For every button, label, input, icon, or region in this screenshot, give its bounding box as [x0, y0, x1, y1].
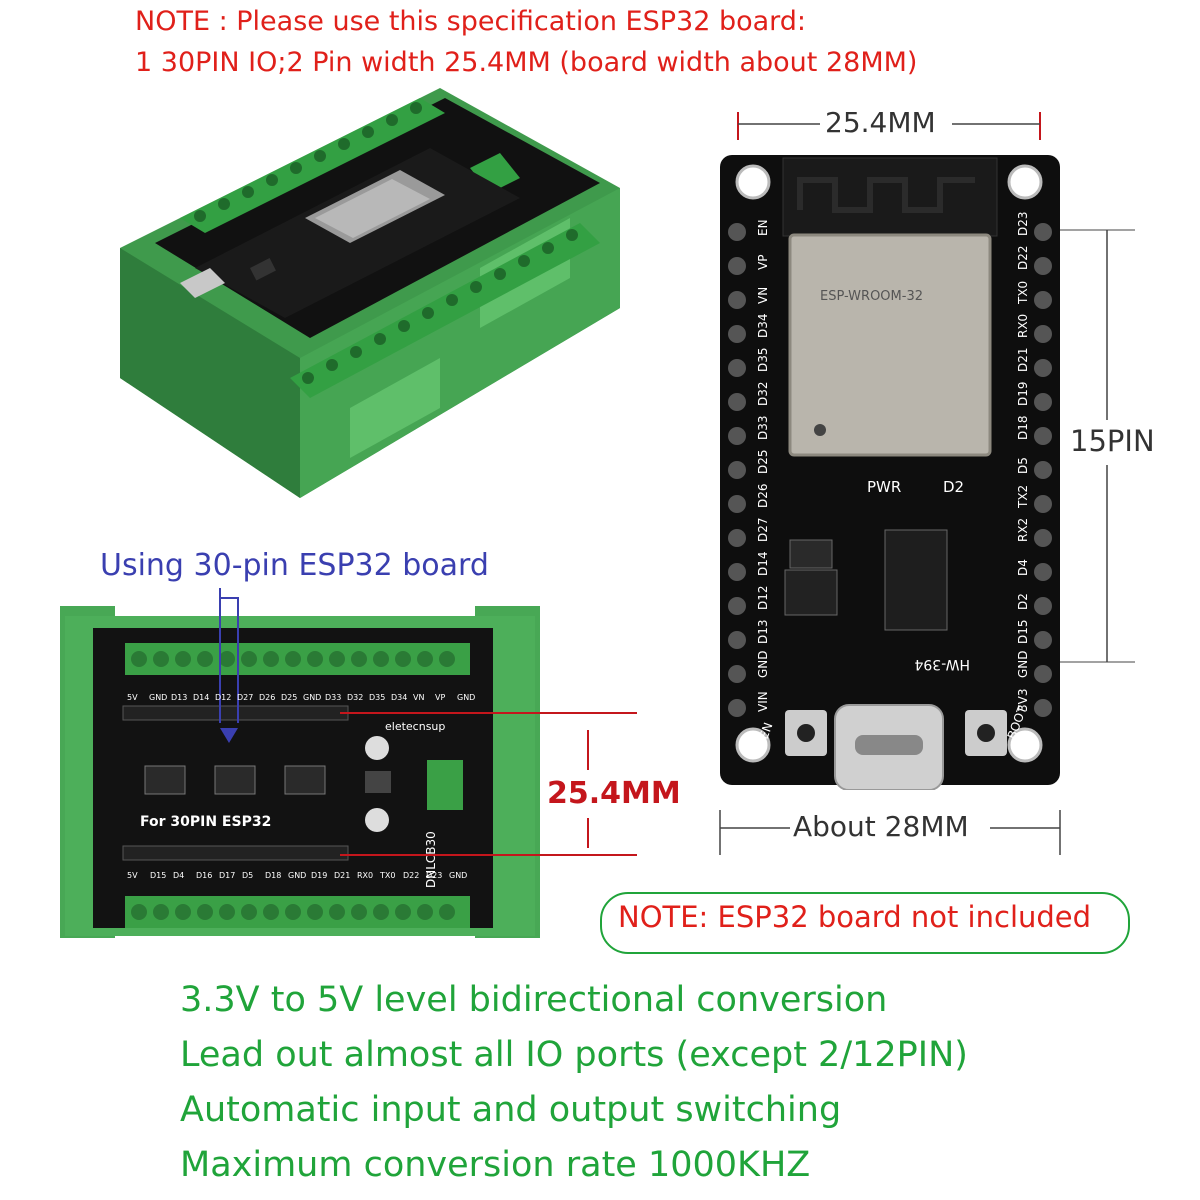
esp32-left-pin-label: EN: [756, 219, 770, 236]
callout-using-30pin: Using 30-pin ESP32 board: [100, 548, 489, 583]
adapter-bottom-pin-label: D4: [173, 871, 184, 880]
adapter-bottom-pin-label: D15: [150, 871, 166, 880]
adapter-bottom-pin-label: D17: [219, 871, 235, 880]
esp32-left-pin-label: D12: [756, 585, 770, 610]
adapter-top-pin-label: D14: [193, 693, 209, 702]
adapter-top-pin-label: D27: [237, 693, 253, 702]
esp32-left-pin-label: VIN: [756, 691, 770, 712]
esp32-right-pin-label: D15: [1016, 619, 1030, 644]
esp32-right-pin-label: 3V3: [1016, 689, 1030, 712]
esp32-right-pin-label: D18: [1016, 415, 1030, 440]
adapter-bottom-pin-label: 5V: [127, 871, 138, 880]
adapter-top-pin-label: D32: [347, 693, 363, 702]
adapter-bottom-pin-label: RX0: [357, 871, 373, 880]
esp32-left-pin-label: D25: [756, 449, 770, 474]
adapter-top-pin-label: D25: [281, 693, 297, 702]
adapter-bottom-pin-label: TX0: [379, 871, 395, 880]
note-top-line2: 1 30PIN IO;2 Pin width 25.4MM (board wid…: [135, 47, 918, 78]
esp32-right-pin-label: D23: [1016, 211, 1030, 236]
adapter-top-pin-label: GND: [303, 693, 321, 702]
adapter-bottom-pin-label: D22: [403, 871, 419, 880]
feature-3: Automatic input and output switching: [180, 1090, 842, 1130]
adapter-top-pin-label: D33: [325, 693, 341, 702]
adapter-bottom-pin-label: D19: [311, 871, 327, 880]
esp32-right-pin-label: TX2: [1016, 485, 1030, 509]
feature-2: Lead out almost all IO ports (except 2/1…: [180, 1035, 968, 1075]
board-width-label: About 28MM: [793, 810, 969, 843]
adapter-dimension-label: 25.4MM: [547, 776, 681, 811]
model-label: HW-394: [914, 656, 970, 672]
esp-module: [788, 233, 992, 457]
esp32-left-pin-label: VN: [756, 287, 770, 304]
esp32-board-photo: ESP-WROOM-32 PWR D2 HW-394 EN BOOT ENVPV…: [720, 155, 1060, 790]
adapter-bottom-pin-label: D18: [265, 871, 281, 880]
esp32-left-pin-label: D27: [756, 517, 770, 542]
esp32-right-pin-label: GND: [1016, 650, 1030, 678]
adapter-bottom-pin-label: D21: [334, 871, 350, 880]
esp32-right-pin-label: D21: [1016, 347, 1030, 372]
esp32-left-pin-label: D13: [756, 619, 770, 644]
adapter-top-pin-label: D12: [215, 693, 231, 702]
esp32-right-pin-label: D4: [1016, 559, 1030, 576]
pin-width-label: 25.4MM: [825, 106, 936, 139]
esp32-right-pin-label: D22: [1016, 245, 1030, 270]
adapter-bottom-pin-label: D16: [196, 871, 212, 880]
adapter-bottom-pin-label: GND: [449, 871, 467, 880]
module-text: ESP-WROOM-32: [820, 289, 923, 304]
pin-count-label: 15PIN: [1070, 424, 1155, 458]
esp32-right-pin-label: D2: [1016, 593, 1030, 610]
esp32-left-pin-label: GND: [756, 650, 770, 678]
feature-4: Maximum conversion rate 1000KHZ: [180, 1145, 811, 1185]
esp32-right-pin-label: TX0: [1016, 281, 1030, 305]
adapter-top-pin-label: GND: [457, 693, 475, 702]
adapter-title: For 30PIN ESP32: [140, 814, 271, 830]
not-included-badge: [600, 892, 1130, 954]
not-included-note: NOTE: ESP32 board not included: [618, 900, 1092, 934]
esp32-left-pin-label: D32: [756, 381, 770, 406]
adapter-top-pin-label: D34: [391, 693, 407, 702]
esp32-right-pin-label: D5: [1016, 457, 1030, 474]
esp32-right-pin-label: D19: [1016, 381, 1030, 406]
adapter-top-pin-label: D13: [171, 693, 187, 702]
assembled-product-photo: [120, 88, 620, 498]
adapter-board-photo: eletecnsup For 30PIN ESP32 DNLCB30 5V GND…: [60, 588, 540, 938]
note-top-line1: NOTE : Please use this specification ESP…: [135, 6, 807, 37]
adapter-bottom-pin-label: GND: [288, 871, 306, 880]
esp32-right-pin-label: RX0: [1016, 314, 1030, 338]
esp32-left-pin-label: D34: [756, 313, 770, 338]
feature-1: 3.3V to 5V level bidirectional conversio…: [180, 980, 888, 1020]
esp32-left-pin-label: D14: [756, 551, 770, 576]
adapter-top-pin-label: D26: [259, 693, 275, 702]
en-label: EN: [757, 721, 776, 741]
adapter-bottom-pin-label: D5: [242, 871, 253, 880]
adapter-brand: eletecnsup: [385, 720, 445, 733]
adapter-top-pin-label: VN: [413, 693, 424, 702]
esp32-right-pin-label: RX2: [1016, 518, 1030, 542]
esp32-left-pin-label: D33: [756, 415, 770, 440]
adapter-top-pin-label: D35: [369, 693, 385, 702]
d2-label: D2: [943, 478, 964, 496]
adapter-top-pin-label: VP: [435, 693, 445, 702]
adapter-top-pin-label: 5V: [127, 693, 138, 702]
adapter-model: DNLCB30: [424, 831, 438, 888]
adapter-bottom-pin-label: D23: [426, 871, 442, 880]
esp32-left-pin-label: D35: [756, 347, 770, 372]
esp32-left-pin-label: VP: [756, 255, 770, 270]
esp32-left-pin-label: D26: [756, 483, 770, 508]
pwr-label: PWR: [867, 478, 901, 496]
adapter-top-pin-label: GND: [149, 693, 167, 702]
